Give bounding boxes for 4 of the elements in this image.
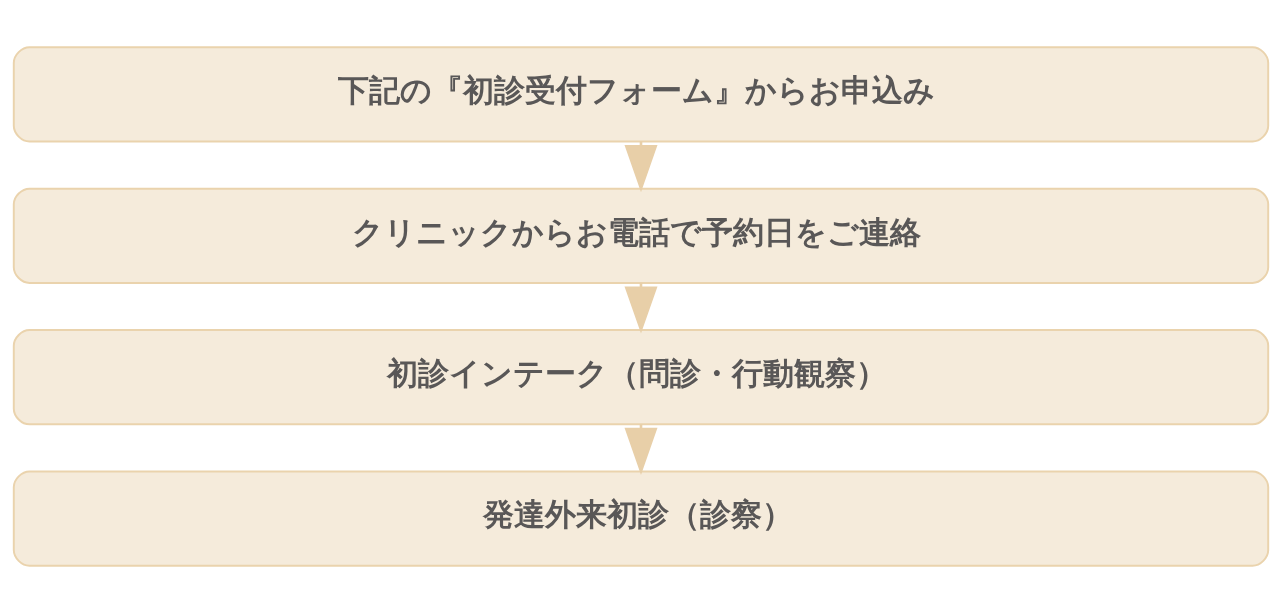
node-box: クリニックからお電話で予約日をご連絡 — [12, 187, 1270, 284]
node-box: 下記の『初診受付フォーム』からお申込み — [12, 46, 1270, 143]
node-box: 発達外来初診（診察） — [12, 470, 1270, 567]
node-box: 初診インテーク（問診・行動観察） — [12, 329, 1270, 426]
